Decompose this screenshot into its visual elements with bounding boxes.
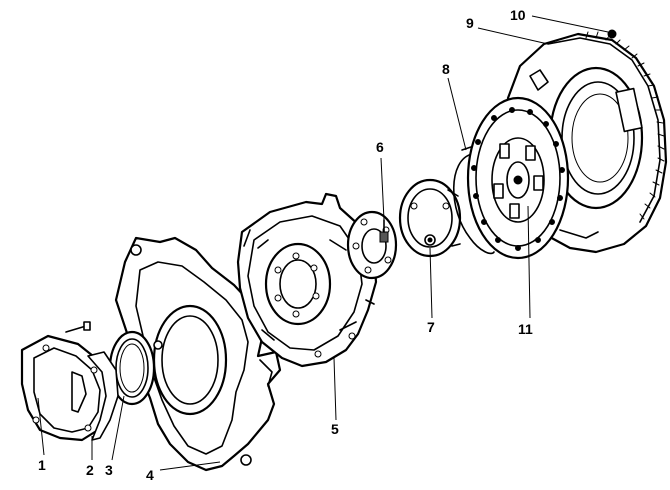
part-10-bolt: [607, 29, 617, 39]
label-part-6: 6: [376, 139, 384, 155]
label-part-1: 1: [38, 457, 46, 473]
part-3-seal-ring: [108, 330, 163, 406]
label-part-3: 3: [105, 462, 113, 478]
label-part-5: 5: [331, 421, 339, 437]
part-6-spacer-ring: [346, 210, 398, 280]
part-4-back-plate: [114, 236, 282, 472]
label-part-8: 8: [442, 61, 450, 77]
ring-gear-teeth: [585, 31, 665, 220]
label-part-9: 9: [466, 15, 474, 31]
disc-rivets: [471, 107, 565, 251]
part-2-gasket: [87, 351, 119, 441]
label-part-10: 10: [510, 7, 526, 23]
part-7-release-plate: [398, 178, 462, 258]
label-part-4: 4: [146, 467, 154, 483]
part-6-bolt: [379, 219, 389, 243]
leader-lines: [37, 15, 609, 471]
part-11-clutch-disc: [466, 96, 570, 260]
label-part-7: 7: [427, 319, 435, 335]
label-part-11: 11: [518, 321, 533, 337]
part-labels: 1 2 3 4 5 6 7 8 9 10 11: [38, 7, 533, 483]
part-5-pressure-plate: [236, 192, 378, 368]
label-part-2: 2: [86, 462, 94, 478]
part-1-seal-housing: [20, 321, 112, 442]
